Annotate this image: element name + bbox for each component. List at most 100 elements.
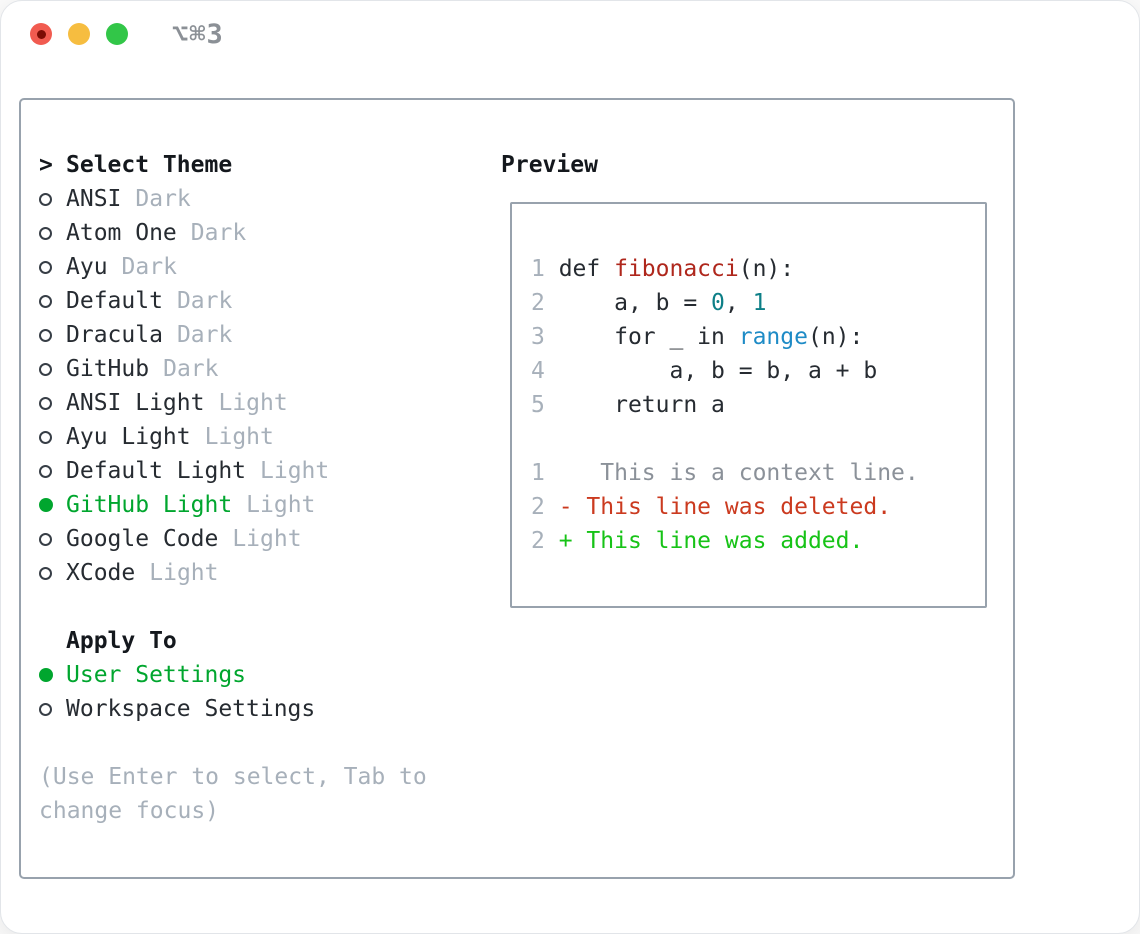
radio-selected-icon bbox=[39, 668, 66, 682]
code-segment-code: , bbox=[724, 290, 753, 316]
radio-unselected-icon bbox=[39, 702, 66, 716]
code-line: 2 + This line was added. bbox=[531, 524, 985, 558]
radio-unselected-icon bbox=[39, 294, 66, 308]
code-segment-code: a, b = bbox=[558, 290, 712, 316]
option-variant-tag: Light bbox=[218, 390, 288, 416]
prompt-icon: > bbox=[39, 152, 53, 178]
radio-unselected-icon bbox=[39, 566, 66, 580]
radio-circle bbox=[39, 498, 53, 512]
code-line: 1 def fibonacci(n): bbox=[531, 252, 985, 286]
code-segment-number: 1 bbox=[752, 290, 767, 316]
spacer bbox=[39, 590, 501, 624]
prompt-marker: > bbox=[39, 148, 66, 182]
line-number: 2 bbox=[531, 494, 559, 520]
radio-circle bbox=[39, 464, 52, 478]
close-button[interactable] bbox=[30, 23, 52, 45]
line-number: 1 bbox=[531, 256, 559, 282]
radio-circle bbox=[39, 192, 52, 206]
radio-circle bbox=[39, 532, 52, 546]
apply-option[interactable]: User Settings bbox=[39, 658, 501, 692]
code-segment-function: fibonacci bbox=[614, 256, 739, 282]
option-label: GitHub bbox=[66, 356, 150, 382]
radio-circle bbox=[39, 668, 53, 682]
unsaved-indicator-icon bbox=[36, 29, 46, 39]
radio-circle bbox=[39, 566, 52, 580]
option-label: ANSI bbox=[66, 186, 122, 212]
option-variant-tag: Dark bbox=[163, 356, 219, 382]
code-line: 3 for _ in range(n): bbox=[531, 320, 985, 354]
minimize-button[interactable] bbox=[68, 23, 90, 45]
code-segment-context: This is a context line. bbox=[558, 460, 919, 486]
radio-circle bbox=[39, 294, 52, 308]
radio-circle bbox=[39, 226, 52, 240]
theme-option[interactable]: Ayu Light Light bbox=[39, 420, 501, 454]
option-label: GitHub Light bbox=[66, 492, 233, 518]
option-label: Ayu Light bbox=[66, 424, 191, 450]
radio-unselected-icon bbox=[39, 328, 66, 342]
theme-option[interactable]: GitHub Dark bbox=[39, 352, 501, 386]
code-segment-code: a, b = b, a + b bbox=[558, 358, 878, 384]
select-theme-heading-row: > Select Theme bbox=[39, 148, 501, 182]
option-label: Default Light bbox=[66, 458, 247, 484]
option-variant-tag: Light bbox=[149, 560, 219, 586]
radio-unselected-icon bbox=[39, 532, 66, 546]
option-variant-tag: Dark bbox=[176, 288, 233, 314]
theme-option[interactable]: ANSI Light Light bbox=[39, 386, 501, 420]
code-segment-code: (n): bbox=[738, 256, 795, 282]
option-variant-tag: Dark bbox=[135, 186, 191, 212]
maximize-button[interactable] bbox=[106, 23, 128, 45]
line-number: 3 bbox=[531, 324, 559, 350]
code-segment-builtin: range bbox=[738, 324, 808, 350]
radio-unselected-icon bbox=[39, 192, 66, 206]
code-blank-line bbox=[531, 422, 985, 456]
option-label: ANSI Light bbox=[66, 390, 205, 416]
theme-option[interactable]: GitHub Light Light bbox=[39, 488, 501, 522]
line-number: 5 bbox=[531, 392, 559, 418]
option-variant-tag: Dark bbox=[176, 322, 233, 348]
line-number: 2 bbox=[531, 528, 559, 554]
traffic-lights bbox=[30, 23, 128, 45]
line-number: 2 bbox=[531, 290, 559, 316]
option-variant-tag: Light bbox=[246, 492, 316, 518]
window-title: ⌥⌘3 bbox=[172, 18, 224, 50]
code-segment-code: def bbox=[558, 256, 615, 282]
option-label: Ayu bbox=[66, 254, 108, 280]
code-line: 2 a, b = 0, 1 bbox=[531, 286, 985, 320]
radio-circle bbox=[39, 430, 52, 444]
line-number: 1 bbox=[531, 460, 559, 486]
option-variant-tag: Light bbox=[204, 424, 274, 450]
line-number: 4 bbox=[531, 358, 559, 384]
code-line: 5 return a bbox=[531, 388, 985, 422]
theme-option[interactable]: ANSI Dark bbox=[39, 182, 501, 216]
radio-unselected-icon bbox=[39, 430, 66, 444]
code-line: 4 a, b = b, a + b bbox=[531, 354, 985, 388]
radio-circle bbox=[39, 260, 52, 274]
radio-circle bbox=[39, 702, 52, 716]
apply-to-heading: Apply To bbox=[66, 628, 177, 654]
radio-unselected-icon bbox=[39, 362, 66, 376]
preview-column: Preview 1 def fibonacci(n):2 a, b = 0, 1… bbox=[501, 148, 1013, 828]
titlebar: ⌥⌘3 bbox=[1, 1, 1139, 67]
option-label: User Settings bbox=[66, 662, 247, 688]
keyboard-hint: (Use Enter to select, Tab to change focu… bbox=[39, 764, 427, 824]
code-segment-added: + This line was added. bbox=[558, 528, 864, 554]
apply-option[interactable]: Workspace Settings bbox=[39, 692, 501, 726]
code-segment-code: (n): bbox=[807, 324, 864, 350]
radio-unselected-icon bbox=[39, 226, 66, 240]
radio-selected-icon bbox=[39, 498, 66, 512]
code-segment-code: for _ in bbox=[558, 324, 739, 350]
code-line: 1 This is a context line. bbox=[531, 456, 985, 490]
radio-circle bbox=[39, 396, 52, 410]
